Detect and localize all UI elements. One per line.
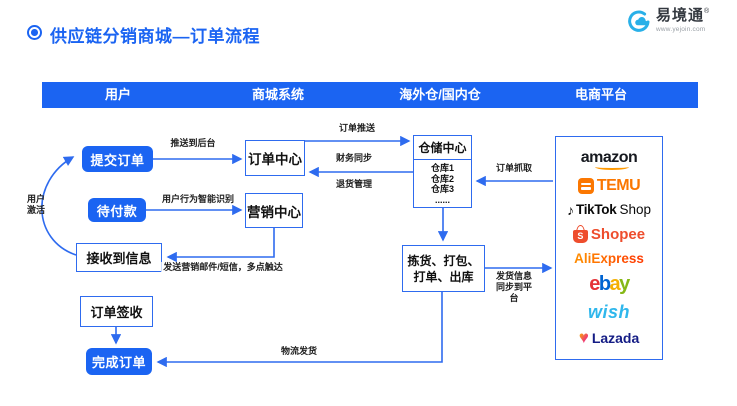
amazon-logo: amazon — [580, 148, 638, 170]
lane-header-bar — [42, 82, 698, 108]
ebay-logo: e b a y — [589, 273, 630, 296]
lane-label-warehouse: 海外仓/国内仓 — [399, 87, 481, 102]
label-user-behavior: 用户行为智能识别 — [159, 194, 237, 205]
label-order-fetch: 订单抓取 — [493, 163, 535, 174]
label-push-backend: 推送到后台 — [168, 138, 218, 149]
shopee-bag-icon: S — [572, 225, 588, 244]
temu-logo: TEMU — [577, 177, 641, 195]
label-return-mgmt: 退货管理 — [333, 179, 375, 190]
lane-label-user: 用户 — [104, 87, 132, 102]
label-logistics-ship: 物流发货 — [278, 346, 320, 357]
node-pending-payment: 待付款 — [88, 198, 146, 222]
node-received-info: 接收到信息 — [76, 243, 162, 272]
page-title: 供应链分销商城—订单流程 — [50, 27, 260, 46]
wish-logo: wish — [588, 303, 630, 321]
aliexpress-wordmark: AliExpress — [574, 251, 644, 267]
tiktok-note-icon: ♪ — [567, 201, 574, 218]
title-bullet-icon — [27, 25, 42, 40]
node-warehouse-center: 仓储中心 仓库1 仓库2 仓库3 ...... — [413, 135, 472, 208]
node-marketing-center: 营销中心 — [245, 193, 303, 228]
shopee-bag-letter: S — [577, 231, 584, 242]
brand-name: 易境通 — [656, 7, 705, 24]
warehouse-item: 仓库3 — [430, 184, 454, 194]
warehouse-item: 仓库2 — [430, 173, 454, 184]
aliexpress-logo: AliExpress — [574, 252, 644, 266]
amazon-smile-icon — [594, 164, 629, 170]
temu-wordmark: TEMU — [596, 177, 641, 195]
brand-registered-mark: ® — [704, 8, 710, 15]
node-complete-order: 完成订单 — [86, 348, 152, 375]
edge-marketing-to-receivedinfo — [166, 228, 275, 263]
label-send-marketing: 发送营销邮件/短信，多点触达 — [161, 262, 285, 273]
node-order-signed: 订单签收 — [80, 296, 153, 327]
label-shipping-sync: 发货信息同步到平台 — [490, 271, 538, 304]
lane-label-platform: 电商平台 — [574, 87, 628, 102]
tiktok-shop-word: Shop — [619, 202, 651, 218]
platform-panel: amazon TEMU ♪ TikTok Shop S Shopee AliEx… — [555, 136, 663, 360]
shopee-logo: S Shopee — [572, 225, 646, 244]
wish-wordmark: wish — [587, 301, 630, 322]
lane-label-mall-system: 商城系统 — [251, 87, 305, 102]
lazada-heart-icon: ♥ — [578, 328, 589, 348]
tiktok-shop-logo: ♪ TikTok Shop — [567, 203, 651, 217]
label-order-push: 订单推送 — [336, 123, 378, 134]
brand-cloud-icon — [628, 10, 650, 32]
lazada-wordmark: Lazada — [591, 329, 640, 346]
temu-app-icon — [577, 178, 594, 195]
amazon-wordmark: amazon — [580, 148, 638, 166]
brand-logo: 易境通® www.yejoin.com — [626, 8, 709, 34]
shopee-wordmark: Shopee — [590, 225, 646, 243]
warehouse-item: 仓库1 — [430, 163, 454, 173]
node-order-center: 订单中心 — [245, 140, 305, 176]
label-finance-sync: 财务同步 — [333, 153, 375, 164]
ebay-letter: e — [589, 273, 600, 296]
ebay-letter: a — [609, 273, 621, 296]
ebay-letter: b — [598, 273, 611, 296]
warehouse-item-ellipsis: ...... — [434, 194, 450, 205]
warehouse-center-title: 仓储中心 — [414, 136, 471, 160]
tiktok-wordmark: TikTok — [576, 202, 617, 218]
node-submit-order: 提交订单 — [82, 146, 153, 172]
ebay-letter: y — [619, 273, 630, 296]
node-fulfillment: 拣货、打包、打单、出库 — [402, 245, 485, 292]
brand-url: www.yejoin.com — [656, 26, 706, 33]
lazada-logo: ♥ Lazada — [579, 329, 640, 346]
label-user-activation: 用户激活 — [26, 194, 45, 215]
